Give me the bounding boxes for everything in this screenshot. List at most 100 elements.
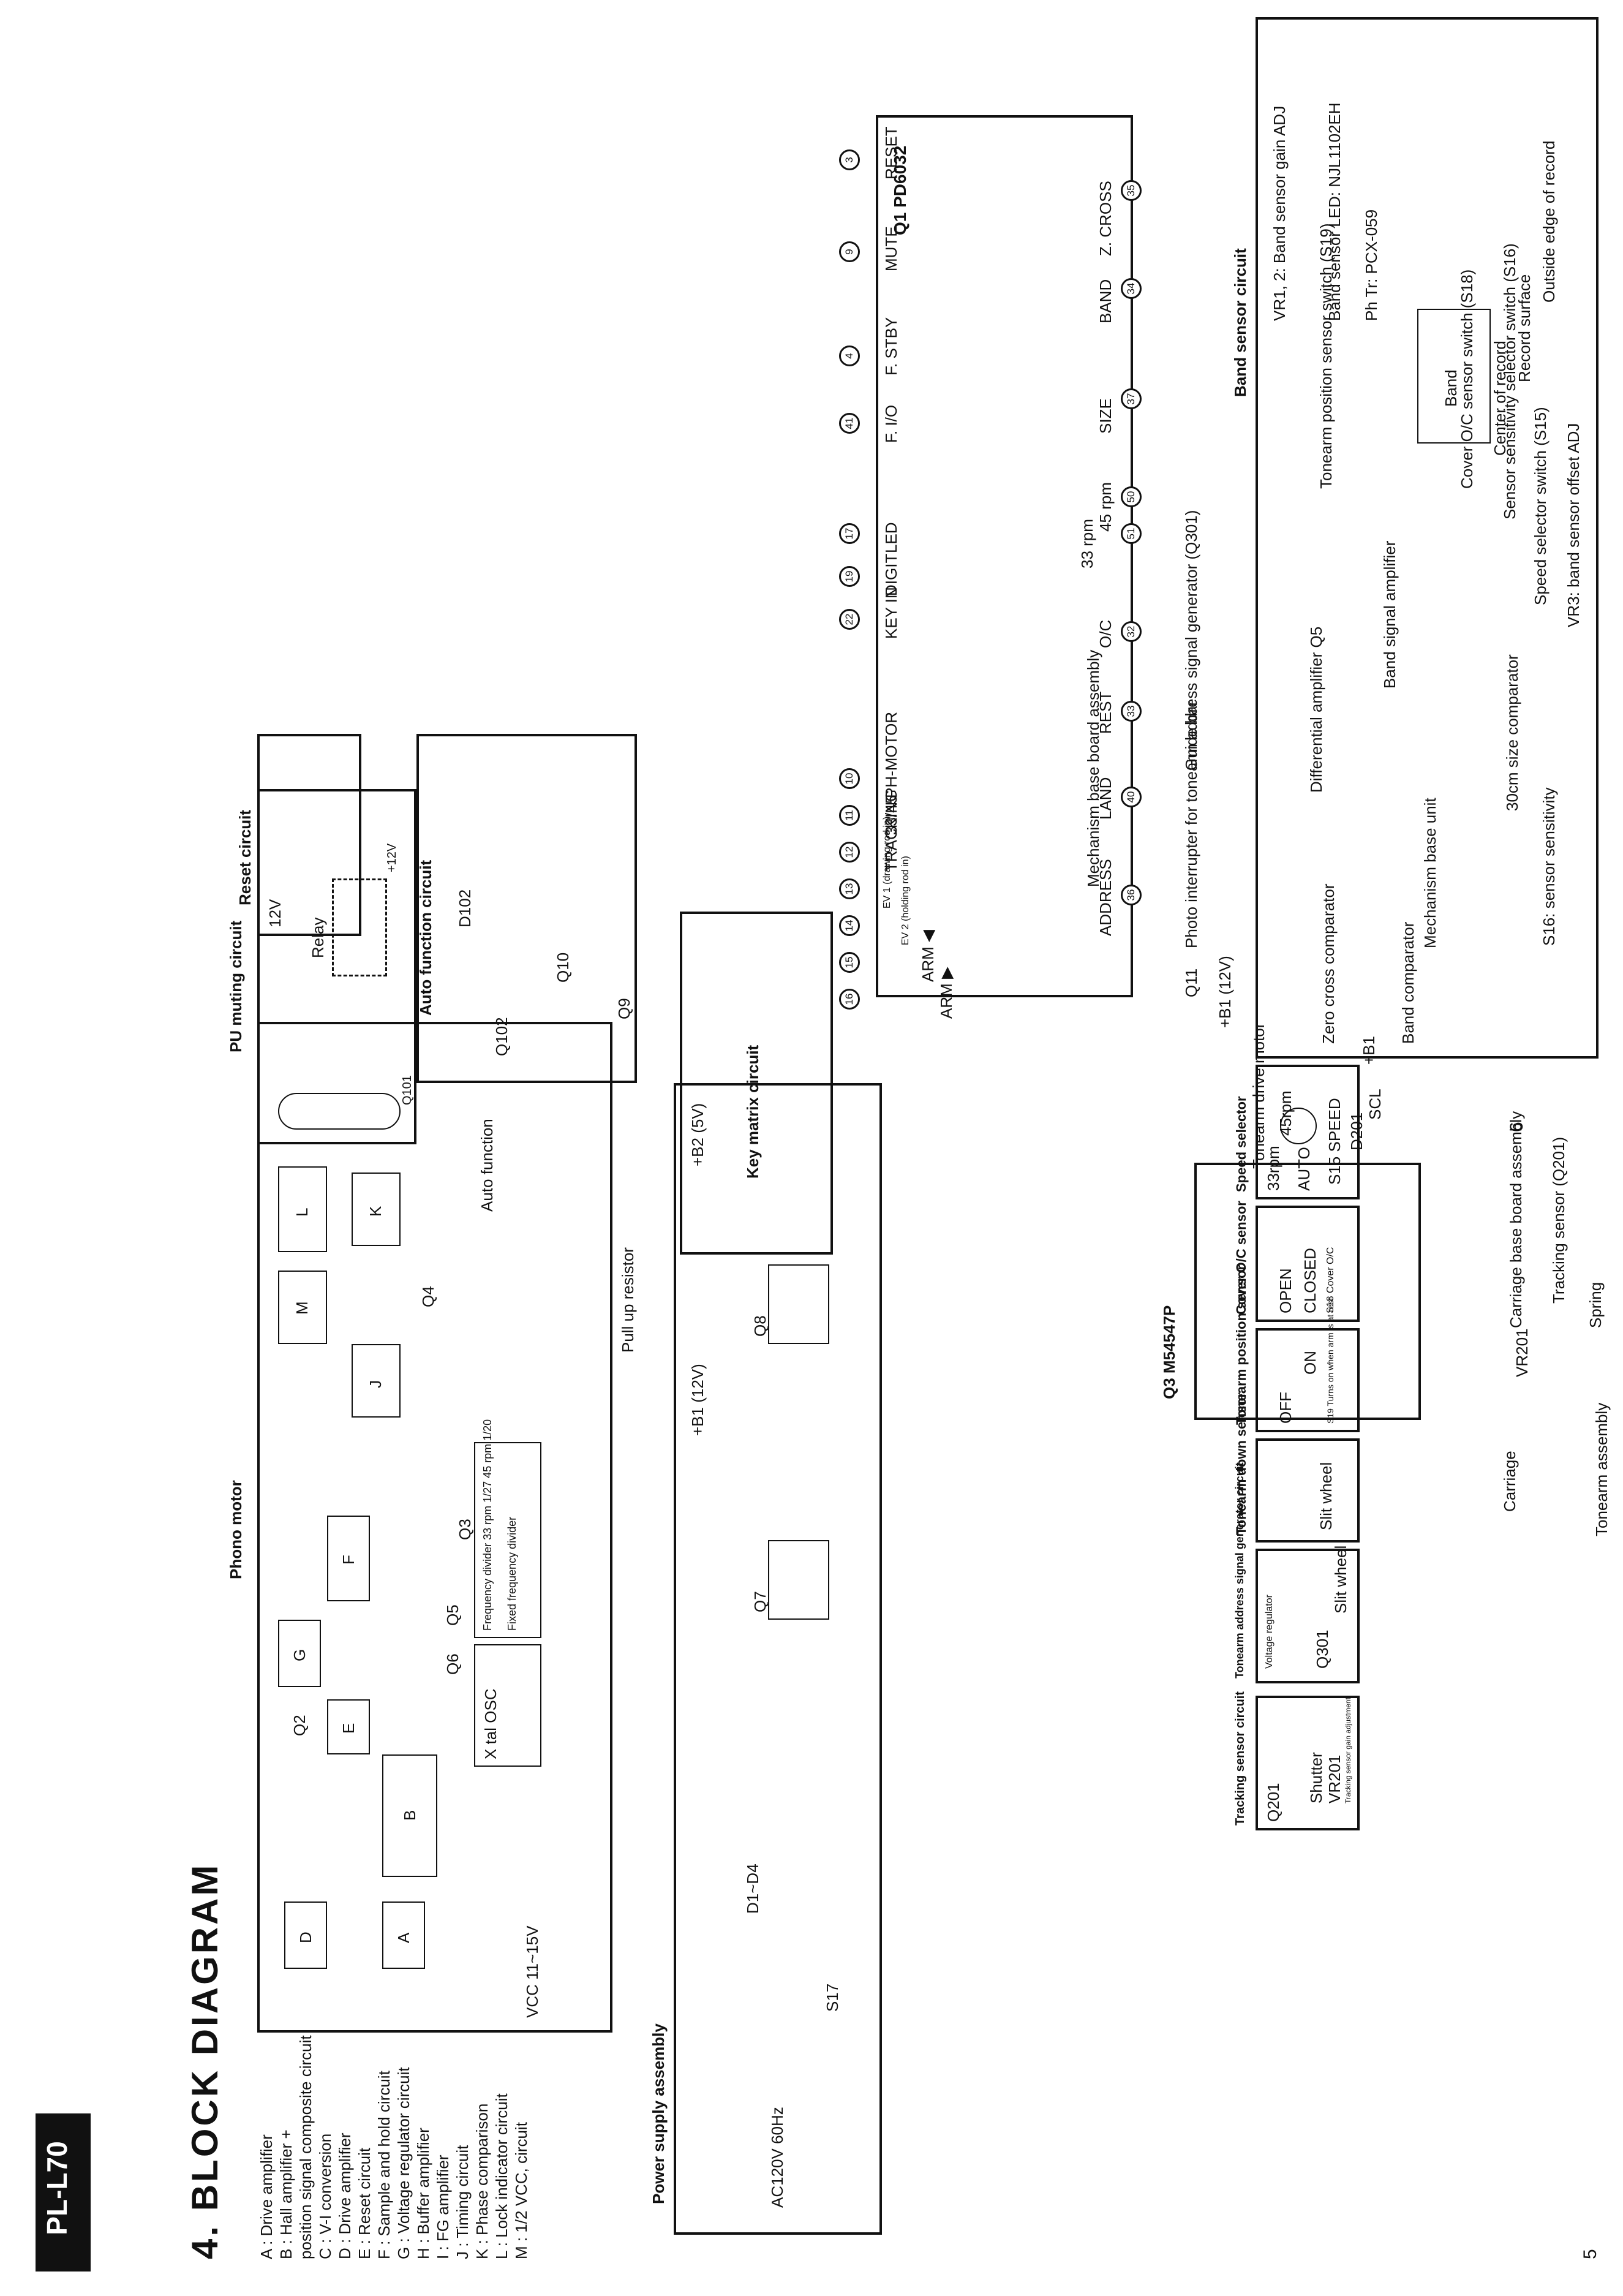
q1-pin: 37 [1121,388,1142,409]
q11-label: Q11 [1182,969,1201,997]
scl-label: SCL [1366,1089,1385,1120]
q1-pin-signal: LED [882,522,901,553]
ic-block-e: E [327,1699,370,1754]
reset-box: 12V [257,734,361,936]
q1-pin-signal: 45 rpm [1096,482,1115,532]
page-title: 4. BLOCK DIAGRAM [184,1863,226,2259]
q6-ph-label: Q6 [443,1653,462,1675]
vcc-label: VCC 11~15V [523,1925,542,2018]
tracking-mech-label: Tracking sensor (Q201) [1550,1137,1568,1304]
b1-12v-label: +B1 (12V) [1216,956,1235,1028]
legend-item: F : Sample and hold circuit [375,2071,394,2259]
outside-edge-label: Outside edge of record [1540,141,1559,303]
q1-pin-signal: F. I/O [882,405,901,443]
band-comp-label: Band comparator [1399,922,1418,1044]
legend-item: L : Lock indicator circuit [492,2093,511,2259]
mech-s19-label: Tonearm position sensor switch (S19) [1317,223,1336,489]
q1-pin-signal: EV 2 (holding rod in) [900,856,911,945]
q201-label: Q201 [1264,1783,1283,1822]
d102-label: D102 [456,889,475,927]
q2-ph-label: Q2 [290,1715,309,1736]
rpm45-label: 45rpm [1276,1090,1295,1136]
legend-item: E : Reset circuit [355,2148,374,2259]
speed-selector-title: Speed selector [1233,1096,1249,1192]
legend-item: B : Hall amplifier + [277,2129,296,2259]
shutter-label: Shutter [1307,1752,1326,1803]
legend-item: A : Drive amplifier [257,2134,276,2259]
q1-pin: 40 [1121,787,1142,807]
s17-label: S17 [823,1984,842,2012]
power-supply-box: AC120V 60Hz D1~D4 S17 Q7 Q8 +B1 (12V) +B… [674,1083,882,2235]
q1-pin-signal: BAND [1096,279,1115,323]
q1-pin: 36 [1121,885,1142,905]
q1-pin-signal: 33 rpm [1078,519,1097,568]
q1-pin: 4 [839,346,860,366]
reset-title: Reset circuit [236,810,255,905]
legend-item: M : 1/2 VCC, circuit [512,2122,531,2259]
photo-label: Photo interrupter for tonearm address si… [1182,510,1201,948]
q1-pin: 22 [839,609,860,630]
tonearm-position-box: Tonearm position sensor OFF ON S19 Turns… [1256,1328,1360,1432]
legend-item: H : Buffer amplifier [414,2128,433,2259]
q1-pin-signal: EV 1 (drawing rod in) [882,817,893,908]
legend-item: position signal composite circuit [296,2035,315,2259]
q1-pin: 33 [1121,701,1142,722]
freq-divider-label: Frequency divider 33 rpm 1/27 45 rpm 1/2… [481,1419,494,1631]
q1-pin-signal: MUTE [882,226,901,271]
q4-ph-label: Q4 [419,1286,438,1307]
ic-block-m: M [278,1271,327,1344]
s19-label: S19 Turns on when arm is at rest [1325,1298,1335,1424]
regulator-q7: Q7 [768,1540,829,1620]
q1-pin: 3 [839,149,860,170]
spring-label: Spring [1586,1282,1605,1328]
tracking-sensor-title: Tracking sensor circuit [1233,1691,1248,1826]
tonearm-down-box: Tonearm down sensor [1256,1438,1360,1543]
q1-pin: 14 [839,915,860,936]
legend-item: I : FG amplifier [434,2155,453,2259]
s15-label: S15 SPEED [1325,1098,1344,1185]
mech-s15-label: Speed selector switch (S15) [1531,407,1550,605]
closed-label: CLOSED [1301,1248,1320,1313]
q1-pin-signal: O/C [1096,620,1115,648]
mech-board-label: Mechanism base board assembly [1084,650,1103,887]
ic-q3-name: Q3 M54547P [1160,1305,1179,1399]
freq-divider-block: Frequency divider 33 rpm 1/27 45 rpm 1/2… [474,1442,541,1638]
band-sensor-title: Band sensor circuit [1231,248,1250,397]
q1-pin-signal: ARM ◀ [919,930,938,982]
q1-pin-signal: PH-MOTOR [882,712,901,798]
band-amp-label: Band signal amplifier [1380,541,1399,689]
q1-pin: 16 [839,989,860,1010]
plus12v-label: +12V [385,844,399,872]
auto-label: AUTO [1295,1147,1314,1191]
ic-block-j: J [352,1344,401,1418]
q1-pin-signal: KEY IN [882,587,901,639]
address-gen-title: Tonearm address signal generator circuit [1233,1462,1246,1679]
tracking-sensor-box: Tracking sensor circuit Q201 Shutter VR2… [1256,1696,1360,1830]
diff-amp-label: Differential amplifier Q5 [1307,627,1326,793]
q9-label: Q9 [615,998,634,1019]
ic-block-a: A [382,1901,425,1969]
q1-pin-signal: SIZE [1096,398,1115,434]
carriage-base-label: Carriage base board assembly [1507,1111,1526,1328]
legend-item: J : Timing circuit [453,2145,472,2259]
q1-pin: 35 [1121,180,1142,201]
mech-unit-label: Mechanism base unit [1421,798,1440,948]
q1-pin: 15 [839,952,860,973]
q5-ph-label: Q5 [443,1604,462,1626]
q3-ph-label: Q3 [456,1519,475,1540]
legend-item: K : Phase comparison [473,2104,492,2259]
address-gen-box: Tonearm address signal generator circuit… [1256,1549,1360,1683]
voltage-reg-label: Voltage regulator [1264,1595,1275,1669]
size-comp-label: 30cm size comparator [1503,654,1522,811]
q1-pin: 50 [1121,486,1142,507]
ic-block-d: D [284,1901,327,1969]
mech-s18-label: Cover O/C sensor switch (S18) [1458,270,1477,489]
q3-xtal-block: X tal OSC [474,1644,541,1767]
xtal-label: X tal OSC [481,1688,500,1759]
phono-motor-box: X tal OSC Frequency divider 33 rpm 1/27 … [257,1022,612,2033]
tracking-adj-label: Tracking sensor gain adjustment [1344,1697,1352,1803]
q1-pin: 11 [839,805,860,826]
slit-wheel-mech-label: Slit wheel [1317,1462,1336,1530]
q1-pin: 10 [839,768,860,789]
